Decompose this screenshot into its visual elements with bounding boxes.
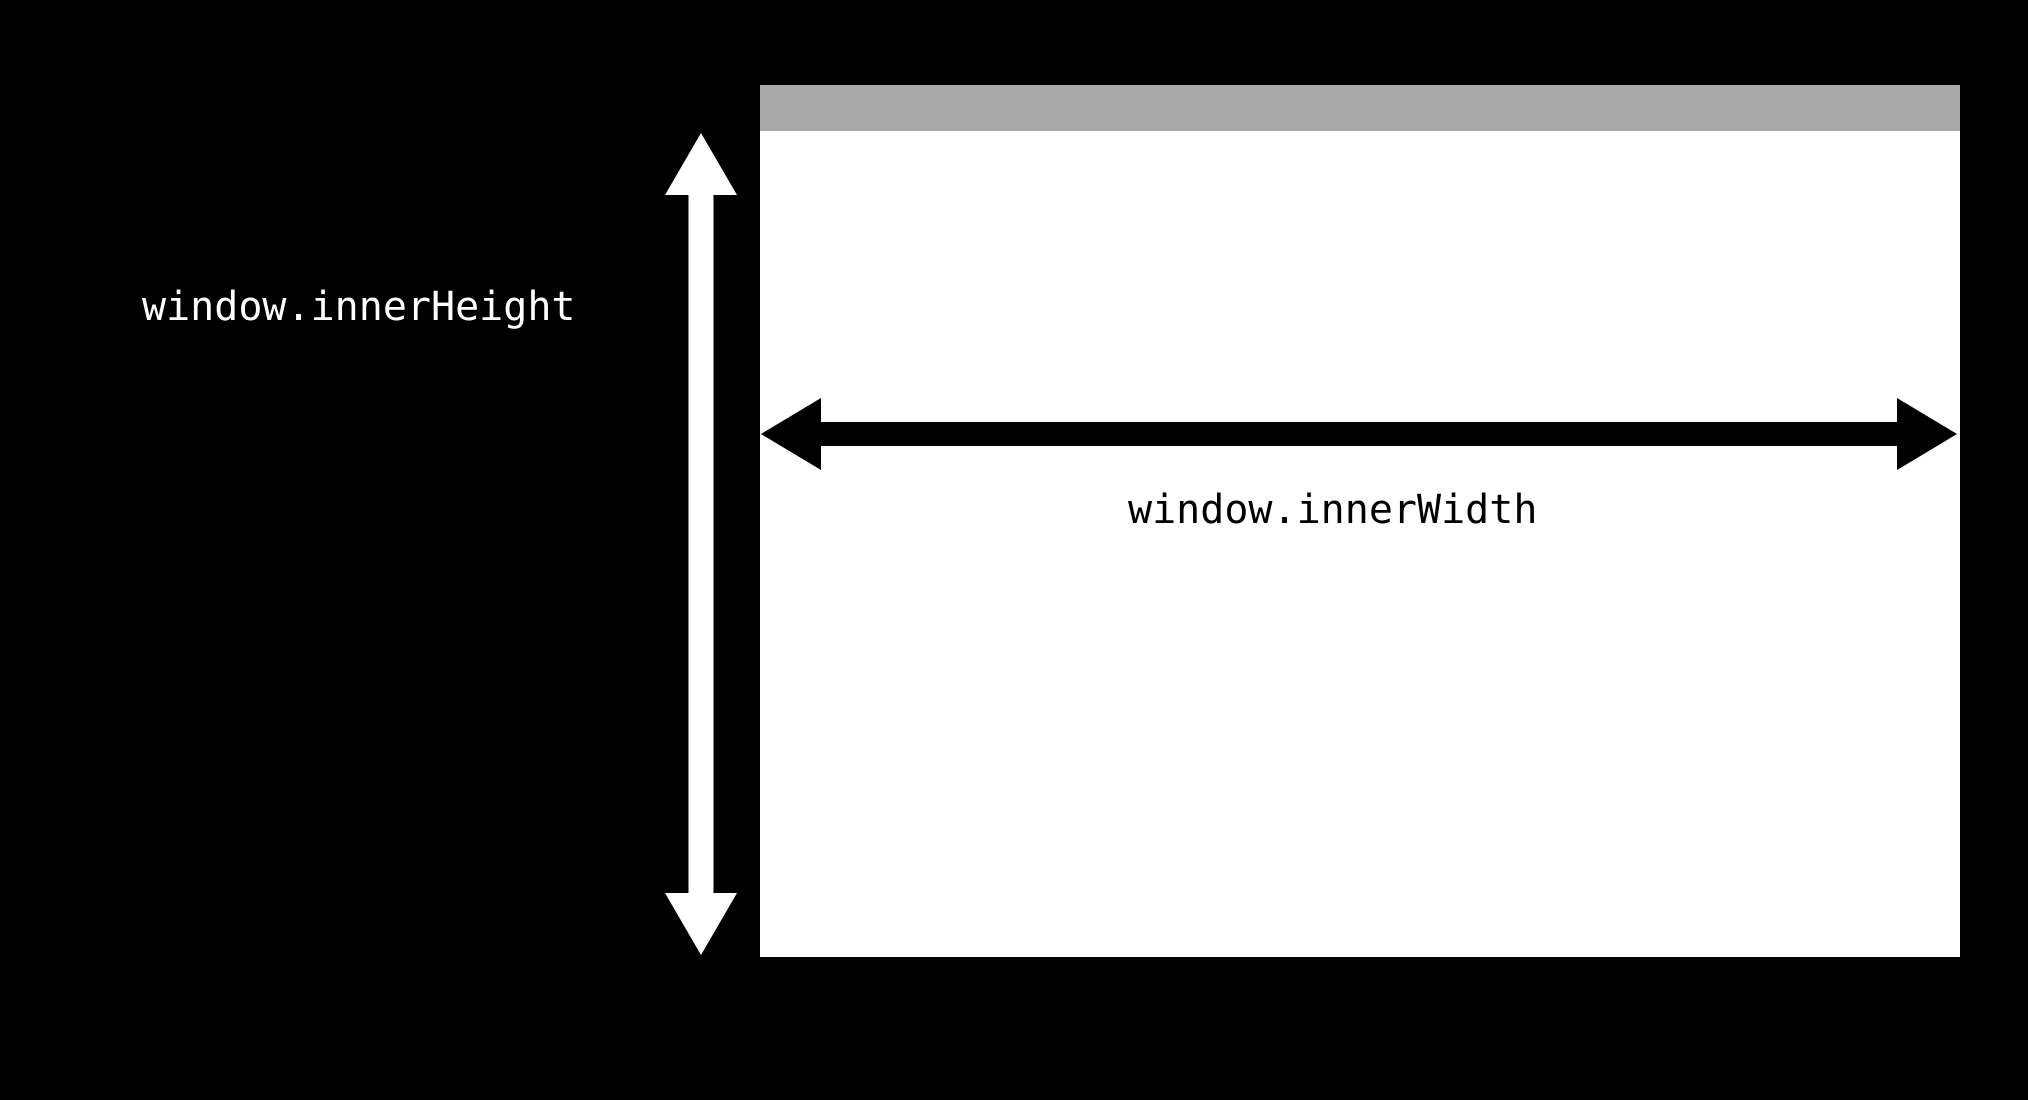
inner-width-arrow-icon — [761, 398, 1957, 470]
inner-width-label: window.innerWidth — [1128, 487, 1538, 533]
inner-height-label: window.innerHeight — [142, 284, 576, 330]
browser-window — [760, 85, 1960, 957]
inner-height-arrow-shape — [665, 133, 737, 955]
inner-width-arrow-shape — [761, 398, 1957, 470]
browser-titlebar — [760, 85, 1960, 131]
inner-height-arrow-icon — [665, 133, 737, 955]
